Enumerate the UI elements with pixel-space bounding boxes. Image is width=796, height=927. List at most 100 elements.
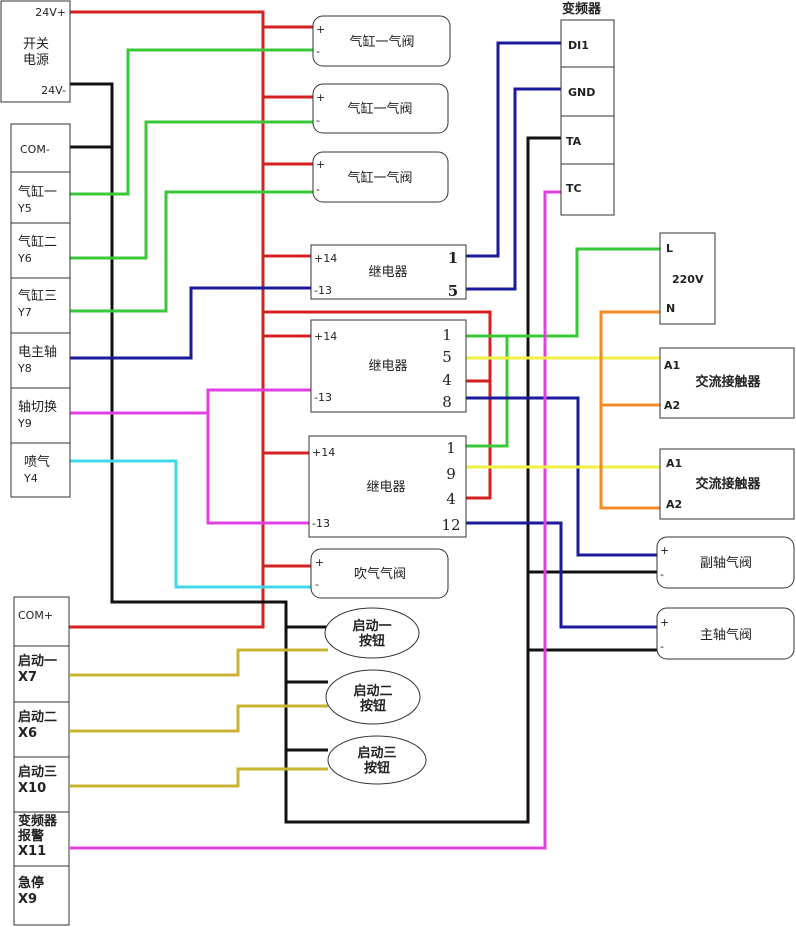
terminal-y9-code: Y9 — [17, 417, 32, 430]
contactor-2-label: 交流接触器 — [695, 476, 761, 492]
output-terminal-block: COM- 气缸一 Y5 气缸二 Y6 气缸三 Y7 电主轴 Y8 轴切换 Y9 … — [10, 123, 71, 498]
svg-text:8: 8 — [442, 393, 452, 411]
com-plus-label: COM+ — [18, 609, 53, 622]
terminal-x7-name: 启动一 — [18, 653, 57, 669]
relay-3-label: 继电器 — [366, 480, 405, 495]
start-button-1: 启动一 按钮 — [324, 607, 420, 659]
wire-y9-r3 — [206, 413, 313, 525]
contactor-2: A1 A2 交流接触器 — [659, 448, 795, 520]
terminal-y8-name: 电主轴 — [18, 345, 57, 360]
terminal-x9-name: 急停 — [18, 875, 44, 891]
terminal-x7-code: X7 — [18, 670, 37, 685]
svg-text:-: - — [660, 568, 664, 581]
terminal-y9-name: 轴切换 — [18, 400, 57, 415]
terminal-y4-name: 喷气 — [24, 454, 50, 470]
inverter-ta: TA — [566, 135, 582, 148]
svg-text:+: + — [315, 556, 324, 569]
svg-text:+: + — [316, 158, 325, 171]
valve-main-spindle: + - 主轴气阀 — [656, 607, 795, 660]
svg-text:-13: -13 — [314, 284, 332, 297]
terminal-x11-name2: 报警 — [18, 828, 44, 844]
terminal-y5-code: Y5 — [17, 202, 32, 215]
terminal-x6-code: X6 — [18, 726, 37, 741]
svg-text:+14: +14 — [312, 446, 335, 459]
wire-neutral — [599, 310, 660, 510]
terminal-x10-name: 启动三 — [18, 764, 57, 780]
svg-text:-: - — [316, 183, 320, 196]
svg-text:1: 1 — [446, 439, 456, 457]
inverter-gnd: GND — [568, 86, 595, 99]
terminal-y7-code: Y7 — [17, 306, 32, 319]
wire-com-minus — [70, 82, 561, 824]
contactor-1: A1 A2 交流接触器 — [659, 347, 795, 419]
svg-text:按钮: 按钮 — [360, 698, 386, 714]
svg-text:-: - — [316, 45, 320, 58]
svg-text:按钮: 按钮 — [359, 633, 385, 649]
valve-cylinder-1: + - 气缸一气阀 — [312, 15, 451, 67]
terminal-y5-name: 气缸一 — [18, 184, 57, 200]
wire-y5 — [70, 48, 315, 196]
wire-y6 — [70, 120, 315, 260]
wire-x6 — [70, 704, 328, 733]
mains-220v: L 220V N — [659, 232, 716, 325]
valve-blow: + - 吹气气阀 — [310, 548, 449, 599]
valve-cylinder-1-label: 气缸一气阀 — [349, 34, 414, 50]
com-minus-label: COM- — [20, 143, 50, 156]
svg-text:A1: A1 — [666, 457, 682, 470]
wire-24v-plus — [68, 10, 265, 629]
svg-text:A2: A2 — [666, 498, 682, 511]
svg-text:5: 5 — [448, 282, 458, 300]
svg-text:+: + — [660, 544, 669, 557]
terminal-y6-name: 气缸二 — [18, 234, 57, 250]
wire-green-mains — [466, 247, 660, 338]
wire-y4 — [70, 459, 313, 589]
v-plus-label: 24V+ — [35, 6, 66, 19]
svg-text:-13: -13 — [312, 517, 330, 530]
inverter-title: 变频器 — [562, 1, 602, 17]
svg-text:-13: -13 — [314, 391, 332, 404]
terminal-x11-code: X11 — [18, 844, 46, 859]
svg-text:-: - — [315, 578, 319, 591]
svg-text:1: 1 — [442, 326, 452, 344]
mains-voltage: 220V — [672, 273, 704, 286]
svg-text:-: - — [316, 114, 320, 127]
relay-2: +14 -13 继电器 1 5 4 8 — [310, 319, 467, 413]
terminal-x11-name1: 变频器 — [18, 813, 58, 829]
mains-l: L — [666, 242, 673, 255]
inverter-di1: DI1 — [568, 39, 589, 52]
svg-text:+14: +14 — [314, 330, 337, 343]
svg-text:+14: +14 — [314, 252, 337, 265]
wire-gnd — [466, 87, 561, 291]
wire-x10 — [70, 767, 328, 788]
svg-text:4: 4 — [442, 371, 452, 389]
svg-text:A1: A1 — [664, 359, 680, 372]
terminal-y7-name: 气缸三 — [18, 288, 57, 304]
start-button-3: 启动三 按钮 — [327, 735, 427, 785]
inverter: 变频器 DI1 GND TA TC — [560, 1, 615, 216]
relay-3: +14 -13 继电器 1 9 4 12 — [308, 435, 467, 538]
psu-label-1: 开关 — [23, 37, 49, 52]
contactor-1-label: 交流接触器 — [695, 374, 761, 390]
input-terminal-block: COM+ 启动一 X7 启动二 X6 启动三 X10 变频器 报警 X11 急停… — [13, 596, 70, 926]
svg-text:5: 5 — [442, 348, 452, 366]
valve-aux-label: 副轴气阀 — [700, 555, 752, 571]
svg-text:启动二: 启动二 — [353, 683, 392, 699]
svg-text:按钮: 按钮 — [364, 760, 390, 776]
valve-main-label: 主轴气阀 — [700, 627, 752, 643]
terminal-x10-code: X10 — [18, 781, 46, 796]
relay-1-label: 继电器 — [368, 265, 407, 280]
wire-y7 — [70, 190, 315, 313]
valve-aux-spindle: + - 副轴气阀 — [656, 536, 795, 589]
power-supply: 24V+ 开关 电源 24V- — [0, 0, 71, 103]
start-button-2: 启动二 按钮 — [325, 669, 421, 725]
wire-red-contacts — [263, 310, 492, 500]
svg-text:启动三: 启动三 — [357, 745, 396, 761]
wire-r3-12 — [466, 521, 659, 629]
svg-text:9: 9 — [446, 465, 456, 483]
wire-y8 — [70, 286, 313, 360]
wire-r2-8 — [466, 396, 659, 557]
svg-text:启动一: 启动一 — [352, 618, 391, 634]
terminal-x6-name: 启动二 — [18, 709, 57, 725]
